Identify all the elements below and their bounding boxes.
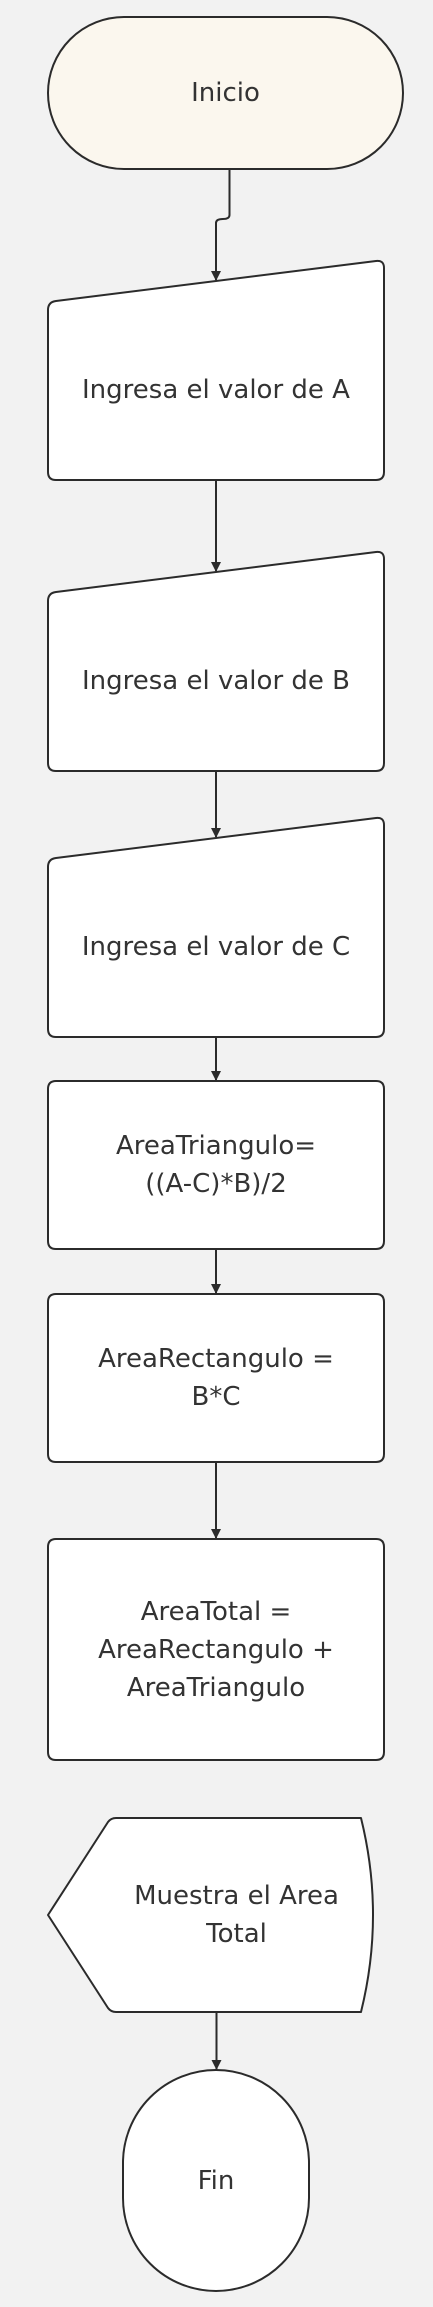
node-input-a [47, 259, 385, 481]
node-label-input-b: Ingresa el valor de B [82, 666, 350, 696]
node-calc-triangle [47, 1080, 385, 1250]
node-input-c [47, 816, 385, 1038]
node-label-end: Fin [197, 2165, 235, 2196]
node-input-b [47, 550, 385, 772]
node-label-calc-rectangle: AreaRectangulo = B*C [98, 1344, 334, 1412]
node-label-display-total: Muestra el Area Total [134, 1881, 339, 1949]
node-label-start: Inicio [191, 78, 260, 108]
node-display-total [47, 1817, 374, 2013]
node-label-calc-triangle: AreaTriangulo= ((A-C)*B)/2 [115, 1131, 317, 1199]
node-calc-total [47, 1538, 385, 1761]
node-label-input-c: Ingresa el valor de C [81, 932, 351, 962]
edge-start-to-input-a [211, 169, 231, 281]
node-end [122, 2069, 310, 2292]
node-label-calc-total: AreaTotal = AreaRectangulo + AreaTriangu… [98, 1596, 334, 1703]
node-calc-rectangle [47, 1293, 385, 1463]
node-start [47, 16, 404, 170]
node-label-input-a: Ingresa el valor de A [82, 375, 350, 405]
